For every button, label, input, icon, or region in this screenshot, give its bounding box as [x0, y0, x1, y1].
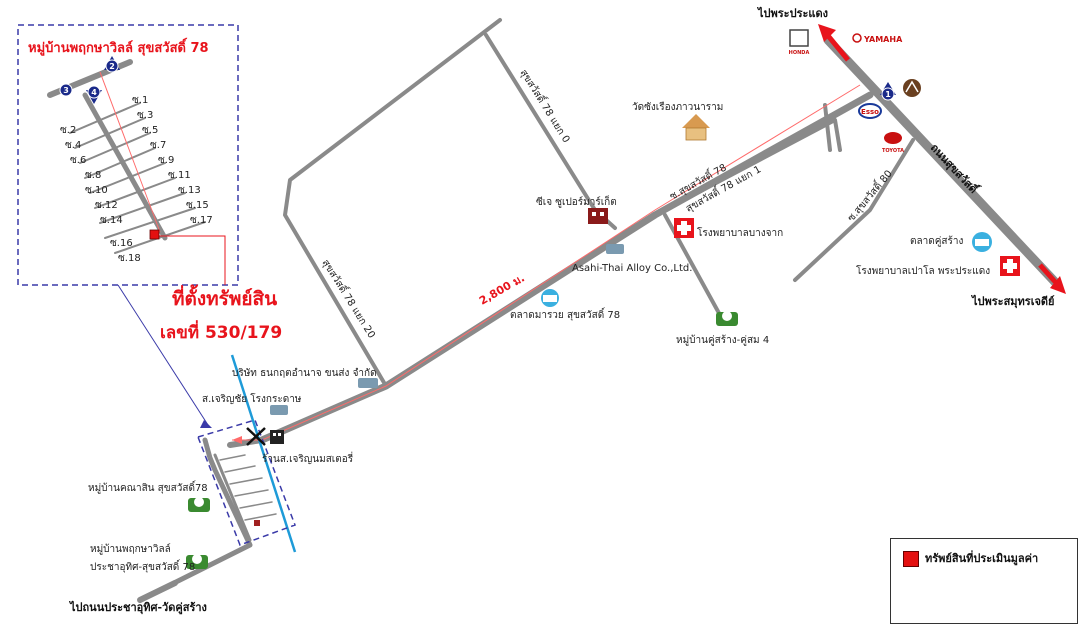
canal-line [230, 354, 297, 553]
soi-label: ซ.8 [85, 170, 101, 181]
road-label-main: ถนนสุขสวัสดิ์ [927, 140, 983, 198]
soi-label: ซ.17 [190, 215, 213, 226]
landmark-market-khusang: ตลาดคู่สร้าง [910, 235, 964, 247]
market-icon [972, 232, 992, 252]
soi-label: ซ.12 [95, 200, 118, 211]
market-icon [541, 289, 559, 307]
shop-icon [270, 430, 284, 444]
soi-label: ซ.10 [85, 185, 108, 196]
factory-icon [606, 244, 624, 254]
road-southwest-arrow [137, 580, 178, 603]
svg-text:2: 2 [109, 62, 115, 71]
landmark-factory: ส.เจริญชัย โรงกระดาษ [202, 392, 302, 405]
soi-label: ซ.3 [137, 110, 153, 121]
direction-arrows [818, 24, 1066, 294]
soi-label: ซ.15 [186, 200, 209, 211]
svg-text:TOYOTA: TOYOTA [882, 148, 904, 154]
inset-marker-2: 2 [104, 56, 120, 73]
svg-text:Esso: Esso [861, 108, 879, 116]
temple-icon [682, 114, 710, 141]
soi-label: ซ.5 [142, 125, 158, 136]
road-soi78-sub1 [663, 118, 842, 212]
direction-southeast: ไปพระสมุทรเจดีย์ [970, 294, 1055, 309]
esso-logo: Esso [858, 103, 882, 119]
inset-connector [117, 284, 209, 426]
road-sukhumvit [823, 35, 1060, 287]
svg-text:1: 1 [885, 90, 891, 99]
supermarket-icon [588, 208, 608, 224]
soi-label: ซ.1 [132, 95, 148, 106]
route-arrow [232, 436, 242, 444]
landmark-village-khusang: หมู่บ้านคู่สร้าง-คู่สม 4 [676, 334, 769, 346]
svg-text:4: 4 [91, 88, 97, 97]
landmark-asahi: Asahi-Thai Alloy Co.,Ltd. [572, 263, 692, 274]
hospital-icon [674, 218, 694, 238]
village-icon [186, 554, 208, 569]
soi-label: ซ.11 [168, 170, 191, 181]
landmark-supermarket: ซีเจ ซูเปอร์มาร์เก็ต [536, 194, 617, 208]
soi-label: ซ.13 [178, 185, 201, 196]
soi-label: ซ.16 [110, 238, 133, 249]
inset-box: หมู่บ้านพฤกษาวิลล์ สุขสวัสดิ์ 78 ซ.2 ซ.4… [17, 24, 239, 286]
legend-label: ทรัพย์สินที่ประเมินมูลค่า [925, 552, 1039, 565]
road-soi78 [258, 91, 874, 444]
landmark-market78: ตลาดมารวย สุขสวัสดิ์ 78 [510, 307, 620, 321]
road-soi80 [793, 138, 915, 282]
direction-southwest: ไปถนนประชาอุทิศ-วัดคู่สร้าง [68, 600, 207, 615]
soi-label: ซ.7 [150, 140, 166, 151]
svg-text:YAMAHA: YAMAHA [863, 35, 903, 44]
soi-label: ซ.4 [65, 140, 81, 151]
inset-marker-3: 3 [59, 83, 73, 97]
property-number: เลขที่ 530/179 [160, 320, 282, 343]
legend-swatch [903, 551, 919, 567]
landmark-company: บริษัท ธนกฤตอำนาจ ขนส่ง จำกัด [232, 368, 377, 379]
map-legend: ทรัพย์สินที่ประเมินมูลค่า [890, 538, 1078, 624]
landmark-shop: ร้านส.เจริญนมสเตอรี่ [262, 451, 354, 465]
hospital-icon [1000, 256, 1020, 276]
soi-label: ซ.9 [158, 155, 174, 166]
landmark-village-pruksa-sub: ประชาอุทิศ-สุขสวัสดิ์ 78 [90, 559, 195, 573]
landmark-temple: วัดซังเรืองภาวนาราม [632, 101, 723, 113]
village-detail-box [197, 419, 296, 546]
road-connector [823, 103, 832, 152]
landmark-village-pruksa: หมู่บ้านพฤกษาวิลล์ [90, 543, 171, 555]
landmark-village-kanasin: หมู่บ้านคณาสิน สุขสวัสดิ์78 [88, 480, 208, 494]
landmark-hospital-paolo: โรงพยาบาลเปาโล พระประแดง [856, 264, 990, 277]
road-label-soi80: ซ.สุขสวัสดิ์ 80 [844, 167, 895, 224]
landmark-hospital-bangchak: โรงพยาบาลบางจาก [697, 226, 783, 239]
property-label: ที่ตั้งทรัพย์สิน [172, 284, 277, 310]
ptt-logo [903, 79, 921, 97]
soi-label: ซ.14 [100, 215, 123, 226]
inset-property-marker [149, 229, 160, 240]
yamaha-logo: YAMAHA [852, 33, 903, 44]
road-west-branch [227, 437, 265, 448]
inset-marker-4: 4 [86, 85, 102, 104]
factory-icon [358, 378, 378, 388]
marker-1: 1 [880, 82, 896, 101]
direction-north: ไปพระประแดง [756, 6, 828, 20]
honda-logo: HONDA [789, 29, 810, 56]
village-icon [716, 311, 738, 326]
factory-icon [270, 405, 288, 415]
inset-soi-lines [69, 102, 206, 254]
village-icon [188, 497, 210, 512]
intersection-icon [246, 427, 266, 446]
soi-label: ซ.6 [70, 155, 86, 166]
svg-text:3: 3 [63, 86, 69, 95]
svg-text:HONDA: HONDA [789, 50, 810, 56]
road-southwest [157, 437, 253, 593]
soi-label: ซ.2 [60, 125, 76, 136]
toyota-logo: TOYOTA [882, 132, 904, 154]
soi-label: ซ.18 [118, 253, 141, 264]
inset-title: หมู่บ้านพฤกษาวิลล์ สุขสวัสดิ์ 78 [28, 37, 209, 56]
road-soi78-sub20 [283, 18, 502, 388]
